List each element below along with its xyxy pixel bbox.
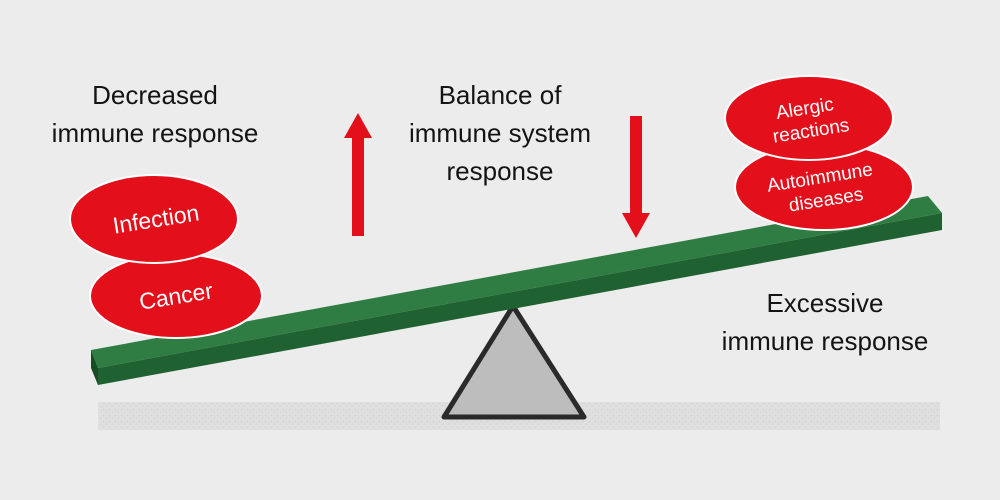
excessive-response-caption: Excessive immune response	[721, 288, 929, 356]
beam-top-face	[91, 196, 942, 368]
autoimmune-badge: Autoimmune diseases	[734, 143, 914, 231]
decreased-response-caption: Decreased immune response	[51, 80, 259, 148]
beam-left-end	[91, 350, 98, 385]
beam-front-face	[98, 213, 942, 385]
balance-caption: Balance of immune system response	[408, 80, 592, 186]
cancer-badge: Cancer	[89, 253, 263, 339]
down-arrow-icon	[622, 116, 650, 238]
up-arrow-icon	[344, 113, 372, 236]
infection-badge: Infection	[69, 174, 239, 264]
fulcrum-triangle	[441, 303, 587, 420]
alergic-badge: Alergic reactions	[724, 75, 894, 161]
seesaw-beam	[91, 196, 942, 385]
